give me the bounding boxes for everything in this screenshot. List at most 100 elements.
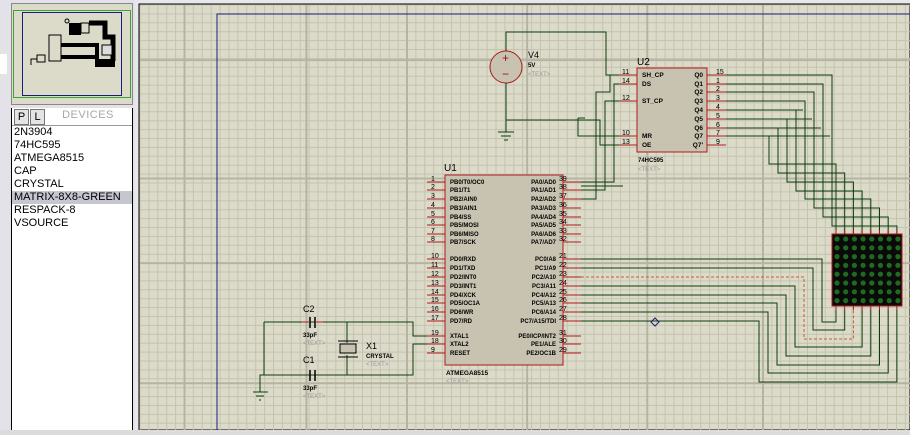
u1-text: <TEXT> (446, 379, 469, 385)
wire-sh-cp[interactable] (581, 75, 611, 200)
wire-gnd[interactable] (259, 374, 264, 392)
wire-junction-marker[interactable] (650, 317, 660, 327)
led-dot (895, 289, 901, 295)
u1-pin-name: PC5/A13 (532, 301, 557, 307)
u1-pin-number: 14 (431, 289, 439, 296)
led-dot (851, 262, 858, 268)
u2-pin-name: Q3 (694, 98, 703, 105)
u2-pin-name: SH_CP (642, 72, 664, 79)
wire-row-2[interactable] (581, 276, 854, 340)
wire-st-cp[interactable] (581, 100, 619, 191)
led-dot (843, 280, 849, 286)
led-dot (834, 298, 840, 304)
led-dot (843, 298, 849, 304)
plus-sign: + (502, 51, 509, 65)
c2-text: <TEXT> (303, 341, 326, 347)
wire-column-4[interactable] (726, 109, 863, 234)
u1-pin-name: PC6/A14 (532, 310, 557, 316)
led-dot (843, 271, 849, 277)
wire-column-3[interactable] (726, 100, 872, 234)
u2-pin-name: Q2 (694, 89, 703, 96)
wire-row-3[interactable] (581, 285, 863, 348)
wire-oe-gnd[interactable] (506, 119, 619, 146)
led-dot (851, 289, 858, 295)
led-dot (877, 271, 884, 277)
u1-pin-number: 28 (559, 315, 567, 322)
wire-row-4[interactable] (581, 294, 872, 357)
u1-part: ATMEGA8515 (446, 370, 489, 377)
u1-pin-number: 5 (431, 211, 435, 218)
led-matrix[interactable] (831, 233, 903, 307)
u1-pin-number: 31 (559, 330, 567, 337)
led-dot (877, 298, 884, 304)
crystal-body[interactable] (339, 343, 357, 354)
u1-pin-number: 6 (431, 219, 435, 226)
u2-pin-name: MR (642, 133, 652, 140)
led-dot (860, 271, 866, 277)
wire-row-6[interactable] (581, 310, 889, 374)
u1-pin-number: 24 (559, 280, 567, 287)
u2-pin-name: Q0 (694, 72, 703, 79)
wire-column-0[interactable] (726, 74, 898, 234)
wire-column-2[interactable] (726, 91, 880, 234)
u1-pin-number: 38 (559, 184, 567, 191)
wire-row-1[interactable] (581, 267, 846, 331)
wire-column-1[interactable] (726, 83, 889, 234)
led-dot (860, 262, 866, 268)
device-list-item[interactable]: 2N3904 (14, 126, 53, 138)
pick-device-button[interactable]: P (14, 109, 29, 125)
overview-window[interactable] (11, 3, 133, 105)
device-list-item[interactable]: VSOURCE (14, 217, 69, 229)
x1-text: <TEXT> (366, 362, 389, 368)
x1-value: CRYSTAL (366, 354, 394, 360)
wire-row-7[interactable] (581, 310, 898, 383)
u2-pin-number: 14 (622, 78, 630, 85)
wire-column-5[interactable] (726, 118, 854, 234)
device-list-item[interactable]: CAP (14, 165, 37, 177)
led-dot (886, 254, 892, 260)
led-dot (877, 280, 884, 286)
led-dot (843, 254, 849, 260)
library-manager-button[interactable]: L (30, 109, 45, 125)
u1-pin-name: PB6/MISO (450, 232, 479, 238)
u1-body[interactable] (444, 174, 564, 366)
device-list-item[interactable]: ATMEGA8515 (14, 152, 85, 164)
led-dot (895, 298, 901, 304)
led-dot (851, 280, 858, 286)
u2-pin-name: ST_CP (642, 98, 664, 105)
device-list-item[interactable]: 74HC595 (14, 139, 61, 151)
wire-mr[interactable] (577, 118, 619, 137)
wire-xtal2[interactable] (264, 343, 427, 376)
u1-pin-name: PA6/AD6 (531, 232, 557, 238)
device-list-item[interactable]: RESPACK-8 (14, 204, 76, 216)
u1-pin-number: 4 (431, 202, 435, 209)
u1-pin-name: PD6/WR (450, 310, 474, 316)
wire-column-6[interactable] (726, 127, 846, 234)
device-list-item[interactable]: CRYSTAL (14, 178, 64, 190)
minus-sign: − (502, 67, 509, 81)
wire-ds[interactable] (581, 83, 619, 183)
u1-pin-number: 3 (431, 193, 435, 200)
u1-pin-name: PA5/AD5 (531, 223, 557, 229)
wire-row-0[interactable] (581, 258, 837, 323)
wire-column-7[interactable] (726, 135, 837, 234)
u1-pin-name: PD5/OC1A (450, 301, 481, 307)
led-dot (886, 236, 892, 242)
led-dot (851, 245, 858, 251)
u1-pin-name: PD0/RXD (450, 257, 477, 263)
overview-view-rect[interactable] (13, 10, 131, 98)
wire-xtal1[interactable] (264, 321, 427, 337)
u2-pin-name: Q1 (694, 81, 703, 88)
sheet-border[interactable] (216, 13, 910, 430)
led-dot (860, 280, 866, 286)
u2-body[interactable] (636, 67, 708, 153)
c1-ref: C1 (303, 355, 315, 365)
u1-pin-number: 36 (559, 202, 567, 209)
u1-pin-number: 33 (559, 228, 567, 235)
device-list-item[interactable]: MATRIX-8X8-GREEN (12, 191, 132, 204)
wire-row-5[interactable] (581, 302, 880, 366)
c1-text: <TEXT> (303, 394, 326, 400)
u1-pin-name: PE0/ICP/INT2 (518, 334, 556, 340)
